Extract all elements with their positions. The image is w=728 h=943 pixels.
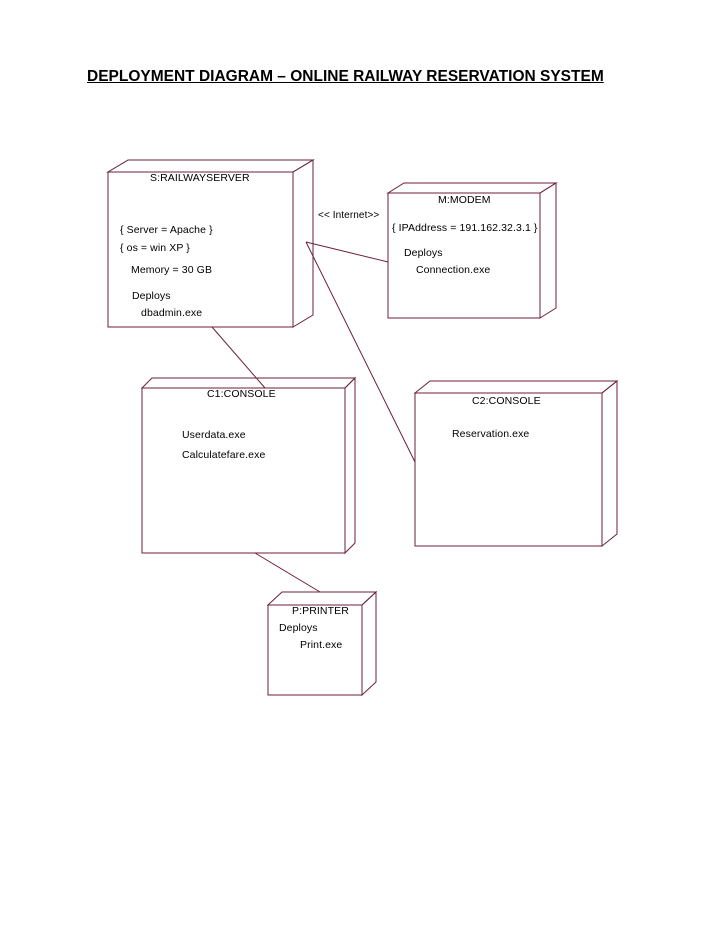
- internet-link-label: << Internet>>: [318, 210, 380, 221]
- server-node-name: S:RAILWAYSERVER: [150, 172, 250, 184]
- modem-deploys-label: Deploys: [404, 247, 443, 259]
- c2-artifact-reservation: Reservation.exe: [452, 428, 530, 440]
- c1-node-name: C1:CONSOLE: [207, 388, 276, 400]
- printer-deploys-label: Deploys: [279, 622, 318, 634]
- c1-printer-link: [254, 552, 321, 593]
- printer-artifact: Print.exe: [300, 639, 343, 651]
- modem-node[interactable]: [386, 182, 558, 319]
- printer-node[interactable]: [266, 590, 378, 697]
- c2-node-name: C2:CONSOLE: [472, 395, 541, 407]
- server-deploys-label: Deploys: [132, 290, 171, 302]
- server-modem-link: [305, 241, 389, 263]
- server-c1-link: [211, 326, 266, 389]
- server-os-property: { os = win XP }: [120, 242, 190, 254]
- c1-artifact-userdata: Userdata.exe: [182, 429, 246, 441]
- modem-node-name: M:MODEM: [438, 194, 491, 206]
- c1-artifact-calculatefare: Calculatefare.exe: [182, 449, 266, 461]
- printer-node-name: P:PRINTER: [292, 605, 349, 617]
- c1-console-node[interactable]: [140, 376, 357, 555]
- modem-artifact: Connection.exe: [416, 264, 491, 276]
- server-node[interactable]: [106, 159, 315, 328]
- server-software-property: { Server = Apache }: [120, 224, 213, 236]
- modem-ip-property: { IPAddress = 191.162.32.3.1 }: [392, 222, 538, 234]
- server-artifact: dbadmin.exe: [141, 307, 203, 319]
- c2-console-node[interactable]: [413, 379, 619, 548]
- server-memory-property: Memory = 30 GB: [131, 264, 213, 276]
- server-c2-link: [305, 241, 416, 463]
- page-title: DEPLOYMENT DIAGRAM – ONLINE RAILWAY RESE…: [87, 68, 604, 85]
